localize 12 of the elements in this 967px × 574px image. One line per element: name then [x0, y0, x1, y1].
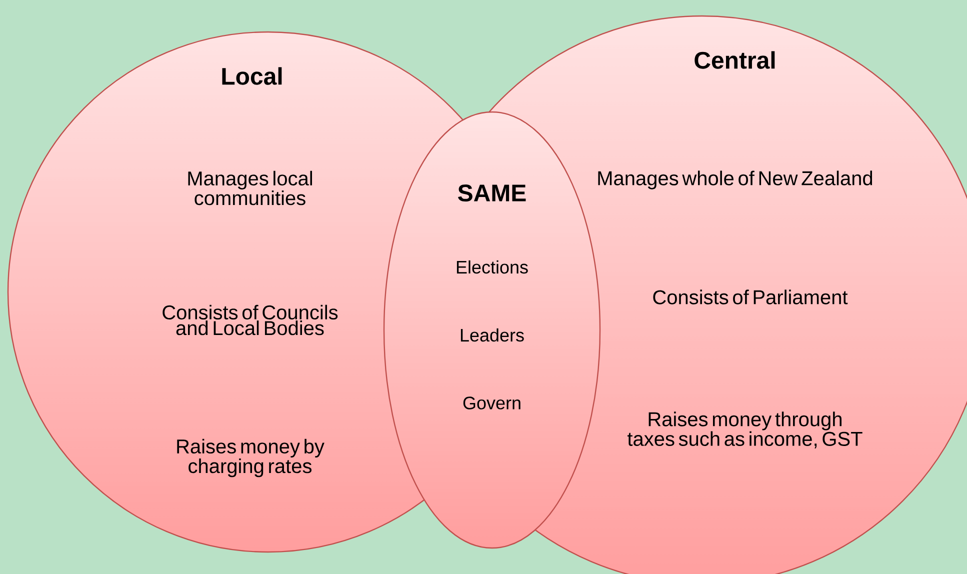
text: Govern: [463, 396, 520, 410]
heading: Central: [694, 51, 775, 69]
text: Raises money through taxes such as income, GST: [627, 412, 862, 448]
text: Leaders: [460, 328, 524, 342]
text: Elections: [456, 260, 528, 274]
text: Consists of Parliament: [653, 290, 848, 304]
heading: SAME: [458, 184, 526, 202]
text: Manages whole of New Zealand: [598, 170, 872, 190]
text: Manages local communities: [188, 170, 312, 206]
text: Raises money by charging rates: [177, 438, 324, 478]
heading: Local: [222, 67, 282, 85]
text: Consists of Councils and Local Bodies: [162, 304, 338, 336]
